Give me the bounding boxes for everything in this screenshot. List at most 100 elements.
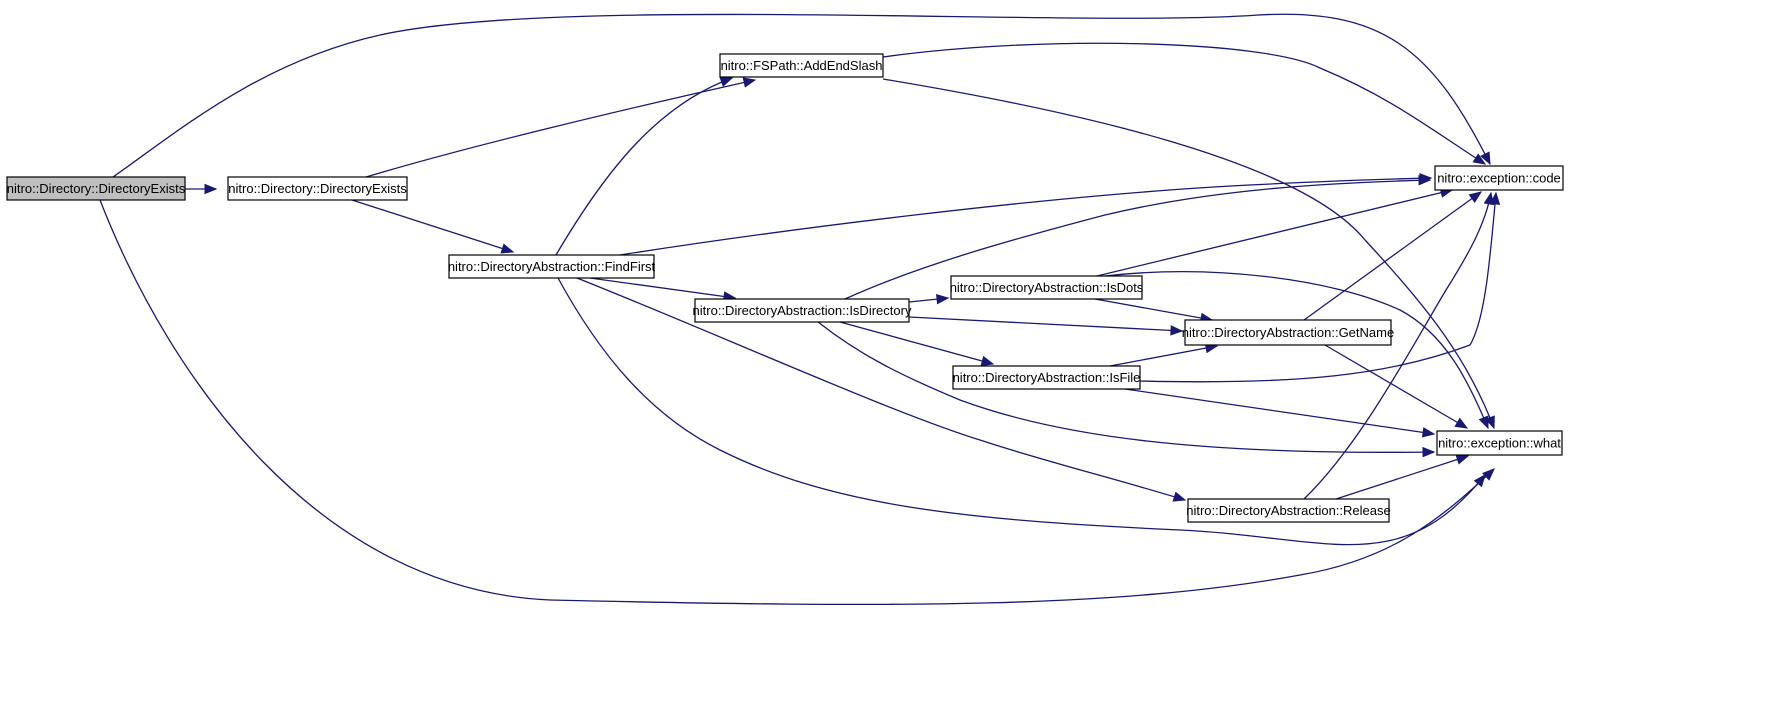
node-box xyxy=(1184,319,1392,346)
edge-isDirectory-to-getName xyxy=(908,316,1184,336)
edge-findFirst-to-release xyxy=(576,277,1187,502)
edge-line xyxy=(1335,455,1469,500)
node-box xyxy=(448,254,655,279)
node-box xyxy=(6,176,186,201)
edge-arrowhead xyxy=(1472,153,1487,165)
node-code[interactable]: nitro::exception::code xyxy=(1434,165,1564,191)
edge-line xyxy=(1324,344,1468,429)
node-root[interactable]: nitro::Directory::DirectoryExists xyxy=(6,176,186,201)
edge-line xyxy=(1139,192,1497,383)
edge-arrowhead xyxy=(719,77,734,87)
edge-isDots-to-getName xyxy=(1094,298,1214,324)
node-box xyxy=(227,176,408,201)
call-graph-edges xyxy=(99,13,1501,606)
node-release[interactable]: nitro::DirectoryAbstraction::Release xyxy=(1186,498,1391,523)
edge-arrowhead xyxy=(1468,191,1483,203)
edge-line xyxy=(619,177,1432,256)
edge-arrowhead xyxy=(500,243,515,254)
edge-arrowhead xyxy=(1454,417,1469,429)
edge-isDirectory-to-isDots xyxy=(908,293,950,305)
edge-line xyxy=(99,199,1495,606)
edge-line xyxy=(1303,192,1492,500)
edge-arrowhead xyxy=(204,183,218,195)
edge-findFirst-to-isDirectory xyxy=(589,277,737,302)
edge-isDirectory-to-what xyxy=(817,321,1436,458)
edge-isFile-to-code xyxy=(1139,191,1501,383)
edge-findFirst-to-what xyxy=(557,277,1486,546)
edge-isDirectory-to-isFile xyxy=(839,321,995,367)
edge-arrowhead xyxy=(1478,415,1489,430)
edge-arrowhead xyxy=(1480,151,1491,166)
edge-isDots-to-what xyxy=(1104,271,1489,430)
edge-arrowhead xyxy=(1172,491,1187,502)
edge-arrowhead xyxy=(1170,325,1184,336)
node-label: nitro::exception::code xyxy=(1437,171,1561,186)
edge-root-to-code xyxy=(112,13,1491,178)
node-isDots[interactable]: nitro::DirectoryAbstraction::IsDots xyxy=(950,275,1144,300)
node-label: nitro::DirectoryAbstraction::GetName xyxy=(1182,325,1394,340)
edge-arrowhead xyxy=(1455,454,1470,465)
edge-isDirectory-to-code xyxy=(844,175,1432,300)
edge-getName-to-what xyxy=(1324,344,1469,429)
node-box xyxy=(1434,165,1564,191)
node-label: nitro::exception::what xyxy=(1438,436,1561,451)
node-getName[interactable]: nitro::DirectoryAbstraction::GetName xyxy=(1182,319,1394,346)
node-label: nitro::FSPath::AddEndSlash xyxy=(721,58,883,73)
edge-arrowhead xyxy=(936,293,950,305)
node-box xyxy=(952,365,1141,390)
edge-line xyxy=(557,277,1486,546)
edge-line xyxy=(1109,345,1218,367)
edge-line xyxy=(908,316,1183,332)
edge-arrowhead xyxy=(1483,191,1495,206)
node-label: nitro::Directory::DirectoryExists xyxy=(228,181,407,196)
edge-isDots-to-code xyxy=(1096,187,1454,277)
edge-arrowhead xyxy=(1418,175,1432,186)
node-box xyxy=(719,53,884,78)
edge-line xyxy=(576,277,1186,501)
edge-line xyxy=(1096,189,1453,277)
edge-line xyxy=(882,42,1486,165)
edge-isFile-to-what xyxy=(1124,388,1436,438)
node-isFile[interactable]: nitro::DirectoryAbstraction::IsFile xyxy=(952,365,1141,390)
node-what[interactable]: nitro::exception::what xyxy=(1436,430,1563,456)
edge-arrowhead xyxy=(980,355,995,367)
node-label: nitro::Directory::DirectoryExists xyxy=(7,181,186,196)
node-addEndSlash[interactable]: nitro::FSPath::AddEndSlash xyxy=(719,53,884,78)
edge-release-to-what xyxy=(1335,454,1470,500)
edge-line xyxy=(351,199,514,253)
node-findFirst[interactable]: nitro::DirectoryAbstraction::FindFirst xyxy=(448,254,656,279)
edge-findFirst-to-addEndSlash xyxy=(555,77,734,256)
edge-arrowhead xyxy=(1473,473,1486,488)
edge-arrowhead xyxy=(1421,427,1436,438)
edge-arrowhead xyxy=(1422,446,1436,458)
node-isDirectory[interactable]: nitro::DirectoryAbstraction::IsDirectory xyxy=(693,298,912,323)
edge-line xyxy=(555,77,733,256)
edge-addEndSlash-to-code xyxy=(882,42,1487,165)
node-box xyxy=(694,298,910,323)
edge-line xyxy=(112,13,1491,178)
node-box xyxy=(1187,498,1390,523)
node-label: nitro::DirectoryAbstraction::IsFile xyxy=(953,370,1141,385)
edge-arrowhead xyxy=(742,77,757,88)
edge-root-to-what xyxy=(99,199,1495,606)
edge-getName-to-code xyxy=(1303,191,1483,321)
edge-release-to-code xyxy=(1303,191,1495,500)
node-dirExists[interactable]: nitro::Directory::DirectoryExists xyxy=(227,176,408,201)
edge-isFile-to-getName xyxy=(1109,342,1219,367)
node-box xyxy=(1436,430,1563,456)
edge-line xyxy=(1303,191,1482,321)
node-label: nitro::DirectoryAbstraction::IsDirectory xyxy=(693,303,912,318)
edge-root-to-dirExists xyxy=(185,183,218,195)
edge-line xyxy=(1124,388,1435,435)
edge-line xyxy=(844,179,1431,300)
edge-dirExists-to-findFirst xyxy=(351,199,515,254)
edge-line xyxy=(882,78,1495,429)
edge-line xyxy=(839,321,994,365)
node-label: nitro::DirectoryAbstraction::FindFirst xyxy=(448,259,656,274)
edge-line xyxy=(1094,298,1213,321)
node-label: nitro::DirectoryAbstraction::Release xyxy=(1186,503,1390,518)
edge-line xyxy=(1104,271,1489,429)
edge-arrowhead xyxy=(1482,468,1495,481)
